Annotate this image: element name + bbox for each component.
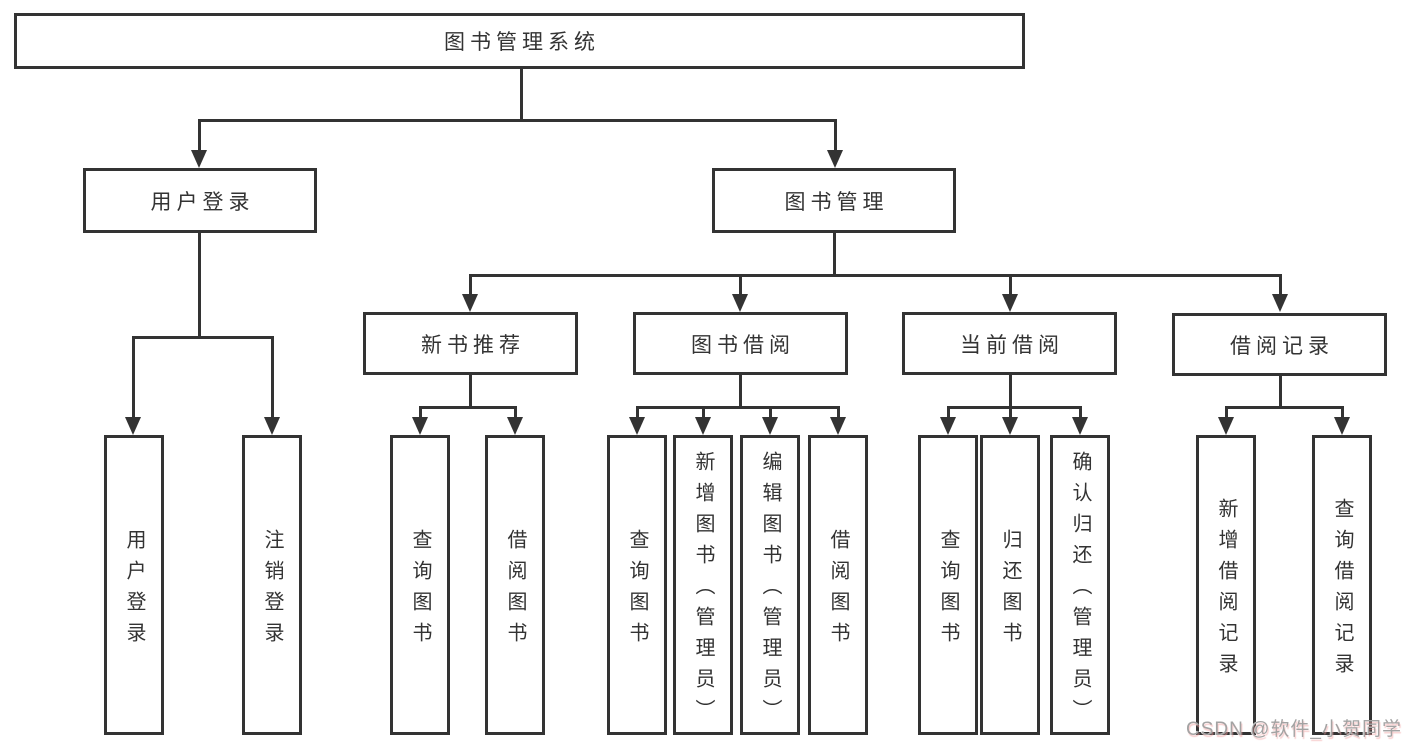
arrowhead-leaf-return bbox=[1002, 417, 1018, 435]
node-root-label: 图书管理系统 bbox=[444, 31, 600, 54]
csdn-watermark: CSDN @软件_小贺同学 bbox=[1186, 719, 1402, 740]
connector-leaf-edit-book-drop bbox=[769, 406, 772, 417]
connector-level3-bar bbox=[469, 274, 1282, 277]
node-book-borrow: 图书借阅 bbox=[633, 312, 848, 375]
connector-book-mgmt-stem bbox=[833, 233, 836, 274]
leaf-edit-book-admin-label: 编辑图书（管理员） bbox=[759, 451, 781, 730]
connector-leaf-borrow1-drop bbox=[514, 406, 517, 417]
connector-new-book-stem bbox=[469, 375, 472, 406]
leaf-user-login-label: 用户登录 bbox=[123, 528, 145, 653]
leaf-add-book-admin: 新增图书（管理员） bbox=[673, 435, 733, 735]
leaf-query-books-3-label: 查询图书 bbox=[937, 528, 959, 653]
arrowhead-leaf-borrow2 bbox=[830, 417, 846, 435]
connector-user-login-stem bbox=[198, 233, 201, 336]
node-borrow-records: 借阅记录 bbox=[1172, 313, 1387, 376]
leaf-query-books-3: 查询图书 bbox=[918, 435, 978, 735]
connector-current-borrow-bar bbox=[947, 406, 1082, 409]
connector-book-mgmt-drop bbox=[834, 119, 837, 152]
connector-leaf-confirm-drop bbox=[1079, 406, 1082, 417]
connector-leaf-borrow2-drop bbox=[837, 406, 840, 417]
connector-leaf-logout-drop bbox=[271, 336, 274, 417]
leaf-query-books-1-label: 查询图书 bbox=[409, 528, 431, 653]
connector-borrow-records-drop bbox=[1279, 274, 1282, 294]
connector-leaf-query3-drop bbox=[947, 406, 950, 417]
arrowhead-new-book bbox=[462, 294, 478, 312]
connector-leaf-user-login-drop bbox=[132, 336, 135, 417]
leaf-confirm-return-admin: 确认归还（管理员） bbox=[1050, 435, 1110, 735]
leaf-return-book: 归还图书 bbox=[980, 435, 1040, 735]
node-new-book-recommend-label: 新书推荐 bbox=[421, 333, 525, 357]
arrowhead-leaf-user-login bbox=[125, 417, 141, 435]
node-user-login: 用户登录 bbox=[83, 168, 317, 233]
connector-leaf-return-drop bbox=[1009, 406, 1012, 417]
leaf-user-login: 用户登录 bbox=[104, 435, 164, 735]
node-root: 图书管理系统 bbox=[14, 13, 1025, 69]
node-current-borrow-label: 当前借阅 bbox=[960, 333, 1064, 357]
connector-root-stem bbox=[520, 69, 523, 119]
arrowhead-leaf-edit-book bbox=[762, 417, 778, 435]
connector-level2-bar bbox=[198, 119, 837, 122]
leaf-add-borrow-record-label: 新增借阅记录 bbox=[1215, 497, 1237, 684]
connector-leaf-query1-drop bbox=[419, 406, 422, 417]
leaf-query-books-2-label: 查询图书 bbox=[626, 528, 648, 653]
arrowhead-current-borrow bbox=[1002, 294, 1018, 312]
arrowhead-leaf-logout bbox=[264, 417, 280, 435]
node-book-management: 图书管理 bbox=[712, 168, 956, 233]
arrowhead-book-mgmt bbox=[827, 150, 843, 168]
connector-leaf-query-record-drop bbox=[1341, 406, 1344, 417]
node-borrow-records-label: 借阅记录 bbox=[1230, 334, 1334, 358]
connector-current-borrow-stem bbox=[1009, 375, 1012, 406]
leaf-query-books-1: 查询图书 bbox=[390, 435, 450, 735]
leaf-edit-book-admin: 编辑图书（管理员） bbox=[740, 435, 800, 735]
leaf-confirm-return-admin-label: 确认归还（管理员） bbox=[1069, 451, 1091, 730]
leaf-borrow-books-2: 借阅图书 bbox=[808, 435, 868, 735]
connector-leaf-query2-drop bbox=[636, 406, 639, 417]
connector-leaf-add-record-drop bbox=[1225, 406, 1228, 417]
node-new-book-recommend: 新书推荐 bbox=[363, 312, 578, 375]
leaf-return-book-label: 归还图书 bbox=[999, 528, 1021, 653]
node-book-borrow-label: 图书借阅 bbox=[691, 333, 795, 357]
arrowhead-leaf-add-record bbox=[1218, 417, 1234, 435]
leaf-logout-login-label: 注销登录 bbox=[261, 528, 283, 653]
connector-book-borrow-bar bbox=[636, 406, 840, 409]
leaf-query-borrow-record: 查询借阅记录 bbox=[1312, 435, 1372, 735]
arrowhead-leaf-query-record bbox=[1334, 417, 1350, 435]
node-user-login-label: 用户登录 bbox=[150, 190, 255, 214]
connector-current-borrow-drop bbox=[1009, 274, 1012, 294]
leaf-borrow-books-1: 借阅图书 bbox=[485, 435, 545, 735]
node-book-management-label: 图书管理 bbox=[784, 190, 889, 214]
leaf-borrow-books-2-label: 借阅图书 bbox=[827, 528, 849, 653]
arrowhead-user-login bbox=[191, 150, 207, 168]
arrowhead-book-borrow bbox=[732, 294, 748, 312]
connector-book-borrow-stem bbox=[739, 375, 742, 406]
arrowhead-leaf-query3 bbox=[940, 417, 956, 435]
connector-user-login-drop bbox=[198, 119, 201, 152]
leaf-borrow-books-1-label: 借阅图书 bbox=[504, 528, 526, 653]
connector-new-book-bar bbox=[419, 406, 517, 409]
leaf-add-borrow-record: 新增借阅记录 bbox=[1196, 435, 1256, 735]
connector-leaf-add-book-drop bbox=[702, 406, 705, 417]
arrowhead-leaf-borrow1 bbox=[507, 417, 523, 435]
arrowhead-leaf-query1 bbox=[412, 417, 428, 435]
arrowhead-borrow-records bbox=[1272, 294, 1288, 312]
connector-borrow-records-stem bbox=[1279, 376, 1282, 406]
leaf-query-books-2: 查询图书 bbox=[607, 435, 667, 735]
leaf-logout-login: 注销登录 bbox=[242, 435, 302, 735]
connector-user-login-bar bbox=[132, 336, 274, 339]
connector-new-book-drop bbox=[469, 274, 472, 294]
connector-borrow-records-bar bbox=[1225, 406, 1343, 409]
connector-book-borrow-drop bbox=[739, 274, 742, 294]
node-current-borrow: 当前借阅 bbox=[902, 312, 1117, 375]
arrowhead-leaf-add-book bbox=[695, 417, 711, 435]
leaf-query-borrow-record-label: 查询借阅记录 bbox=[1331, 497, 1353, 684]
leaf-add-book-admin-label: 新增图书（管理员） bbox=[692, 451, 714, 730]
arrowhead-leaf-confirm bbox=[1072, 417, 1088, 435]
arrowhead-leaf-query2 bbox=[629, 417, 645, 435]
